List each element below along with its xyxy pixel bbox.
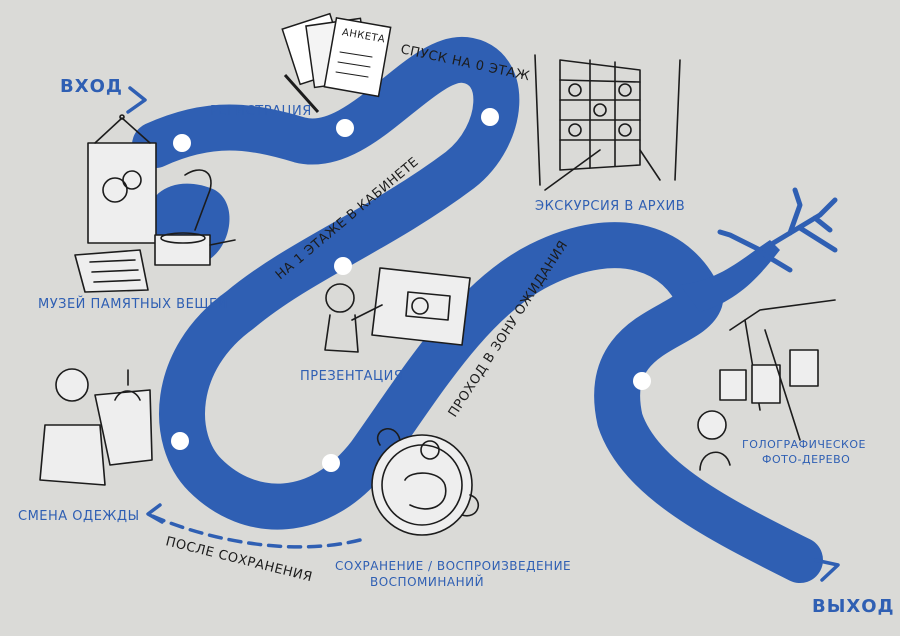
forms-icon: АНКЕТА (281, 12, 392, 113)
label-save-line1: СОХРАНЕНИЕ / ВОСПРОИЗВЕДЕНИЕ (335, 559, 571, 573)
node-floor1[interactable] (334, 257, 352, 275)
label-entrance: ВХОД (60, 76, 123, 97)
after-save-dashed-path (148, 513, 362, 549)
archive-icon (534, 54, 681, 191)
museum-icon (74, 114, 236, 293)
label-save-line2: ВОСПОМИНАНИЙ (370, 574, 484, 589)
tree-branches (717, 187, 838, 273)
node-change[interactable] (171, 432, 189, 450)
presentation-icon (324, 267, 471, 353)
node-registration[interactable] (336, 119, 354, 137)
photo-tree-icon (697, 299, 836, 471)
memory-sphere-icon (371, 428, 480, 536)
dashed-arrowhead-icon (146, 503, 164, 524)
entrance-arrow-icon (126, 86, 147, 114)
node-save[interactable] (322, 454, 340, 472)
route-path (132, 37, 823, 583)
label-museum: МУЗЕЙ ПАМЯТНЫХ ВЕЩЕЙ (38, 296, 228, 312)
label-change: СМЕНА ОДЕЖДЫ (18, 509, 140, 524)
label-holo-line1: ГОЛОГРАФИЧЕСКОЕ (742, 438, 866, 451)
label-holo-line2: ФОТО-ДЕРЕВО (762, 453, 850, 466)
node-entrance[interactable] (173, 134, 191, 152)
exit-arrow-icon (813, 558, 840, 582)
node-descent[interactable] (481, 108, 499, 126)
tree-trunk (680, 240, 780, 312)
clothing-icon (39, 368, 153, 486)
label-exit: ВЫХОД (812, 596, 895, 617)
label-registration: РЕГИСТРАЦИЯ (210, 104, 312, 119)
label-archive-tour: ЭКСКУРСИЯ В АРХИВ (535, 199, 685, 214)
waypoints (171, 108, 651, 472)
node-holo[interactable] (633, 372, 651, 390)
label-presentation: ПРЕЗЕНТАЦИЯ (300, 369, 403, 384)
